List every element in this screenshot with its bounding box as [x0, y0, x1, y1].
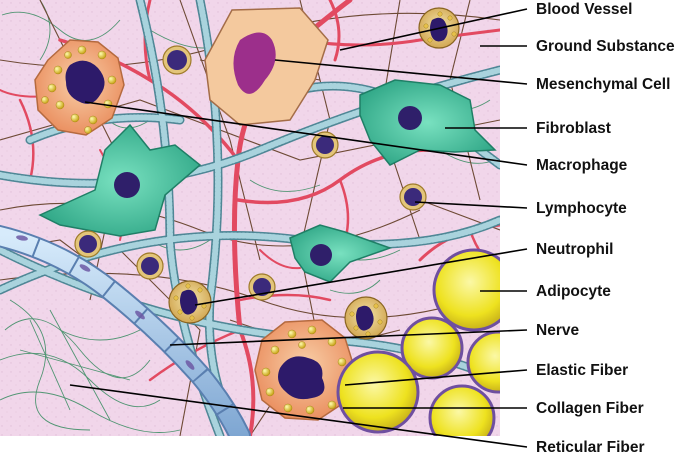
fibroblast-right	[359, 79, 497, 166]
adipocyte	[428, 384, 496, 436]
adipocyte	[466, 330, 500, 394]
fibroblast-nucleus	[114, 172, 140, 198]
macrophage-top	[34, 39, 125, 136]
neutrophil-3	[344, 296, 388, 340]
mesenchymal-nucleus	[233, 32, 276, 94]
tissue-panel	[0, 0, 500, 436]
macrophage-bottom	[254, 319, 356, 421]
leader-elastic-fiber	[344, 369, 528, 386]
fibroblast-nucleus	[310, 244, 332, 266]
nerve	[0, 224, 251, 436]
label-neutrophil: Neutrophil	[536, 241, 614, 258]
label-collagen-fiber: Collagen Fiber	[536, 400, 644, 417]
label-macrophage: Macrophage	[536, 157, 628, 174]
label-elastic-fiber: Elastic Fiber	[536, 362, 628, 379]
leader-lines	[69, 8, 528, 448]
labels: Blood Vessel Ground Substance Mesenchyma…	[536, 1, 675, 456]
macrophage-nucleus	[278, 356, 325, 400]
label-reticular-fiber: Reticular Fiber	[536, 439, 645, 456]
label-fibroblast: Fibroblast	[536, 120, 611, 137]
label-nerve: Nerve	[536, 322, 579, 339]
adipocytes	[336, 248, 500, 436]
leader-reticular-fiber	[69, 384, 528, 448]
lymphocyte	[248, 273, 276, 301]
lymphocyte	[311, 131, 339, 159]
mesenchymal-cell	[204, 7, 329, 126]
macrophage-granules	[261, 325, 347, 415]
label-ground-substance: Ground Substance	[536, 38, 675, 55]
neutrophil-1	[168, 280, 212, 324]
label-lymphocyte: Lymphocyte	[536, 200, 627, 217]
leader-blood-vessel	[339, 8, 528, 51]
leader-nerve	[169, 329, 528, 346]
fibroblast-nucleus	[398, 106, 422, 130]
label-mesenchymal-cell: Mesenchymal Cell	[536, 76, 670, 93]
fibroblast-middle	[289, 224, 393, 283]
adipocyte	[336, 350, 420, 434]
leader-macrophage	[84, 101, 528, 166]
label-blood-vessel: Blood Vessel	[536, 1, 632, 18]
lymphocyte	[74, 230, 102, 258]
lymphocyte	[399, 183, 427, 211]
adipocyte	[432, 248, 500, 332]
macrophage-granules	[41, 45, 117, 134]
label-adipocyte: Adipocyte	[536, 283, 611, 300]
leader-mesenchymal-cell	[274, 59, 528, 85]
macrophage-nucleus	[65, 60, 105, 104]
lymphocyte	[162, 45, 192, 75]
fibroblast-left	[38, 123, 202, 237]
lymphocytes	[74, 45, 427, 301]
lymphocyte	[136, 252, 164, 280]
leader-lymphocyte	[414, 201, 528, 209]
leader-neutrophil	[194, 248, 528, 306]
